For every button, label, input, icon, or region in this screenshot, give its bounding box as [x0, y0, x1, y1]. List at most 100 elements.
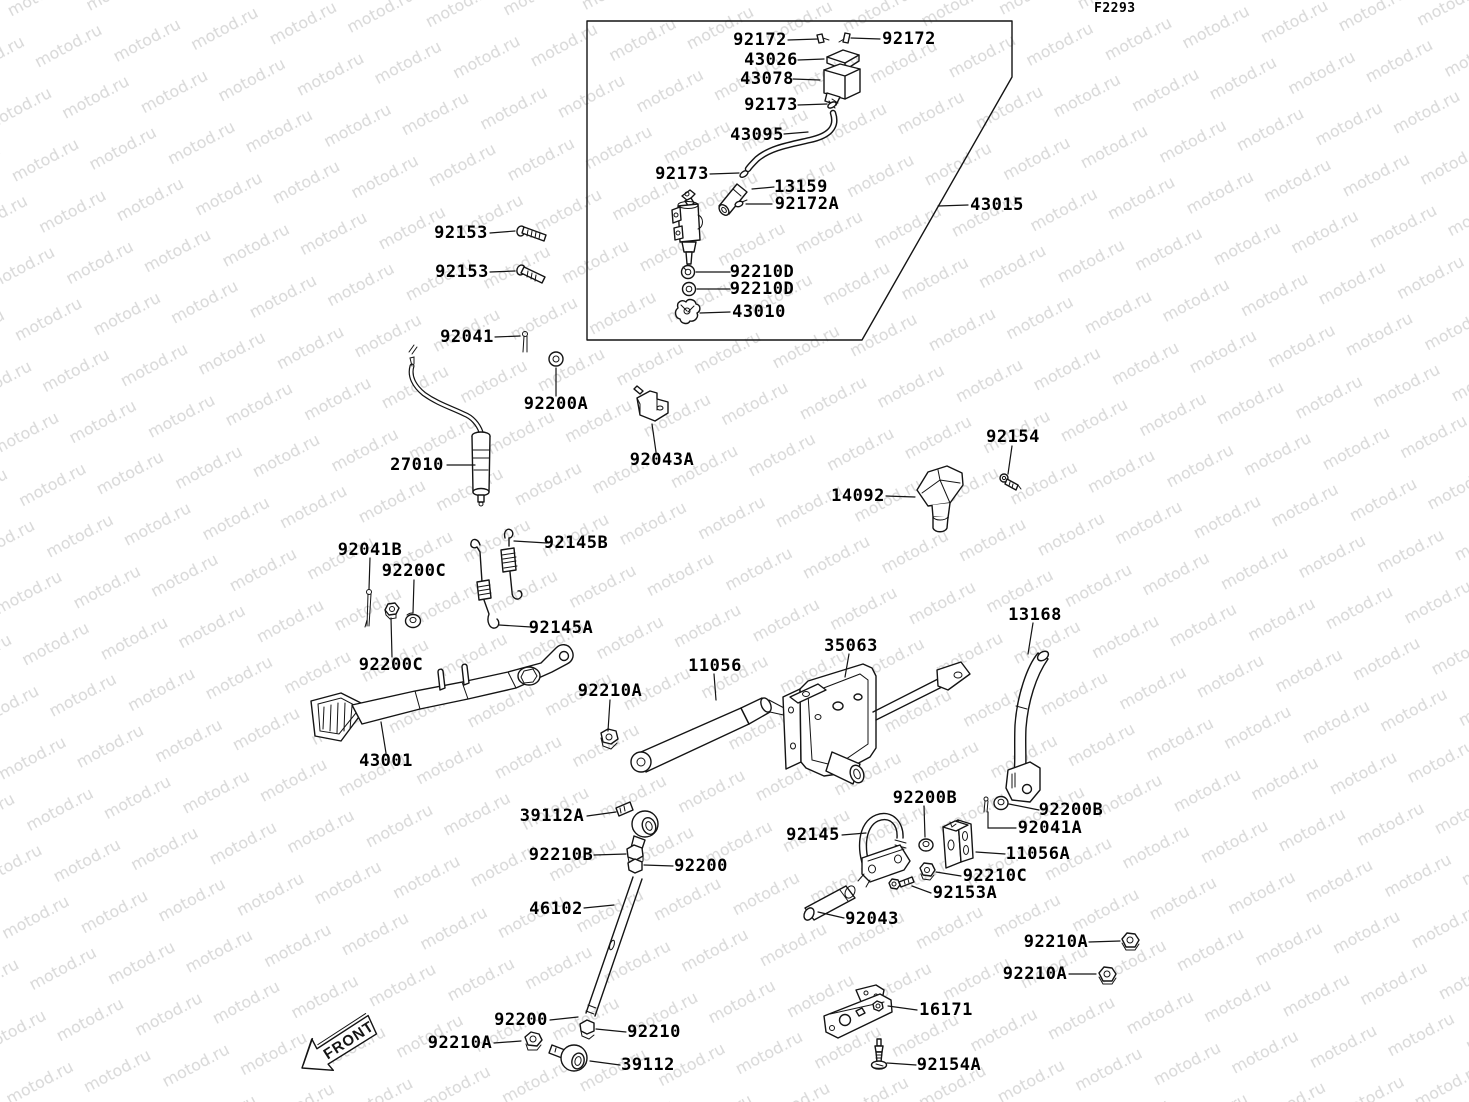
part-label-92153A: 92153A — [932, 883, 998, 903]
washer-92200A — [548, 351, 564, 367]
part-label-92041: 92041 — [440, 327, 494, 347]
spring-92145 — [857, 812, 911, 888]
part-label-92145B: 92145B — [543, 533, 609, 553]
part-label-43001: 43001 — [359, 751, 413, 771]
part-label-92041A: 92041A — [1017, 818, 1083, 838]
pedal-43001 — [310, 644, 574, 742]
washer-92210D-2 — [681, 281, 697, 297]
rod-46102 — [585, 876, 643, 1017]
cotter-pin-92041A — [983, 796, 989, 813]
part-label-92172: 92172 — [882, 29, 936, 49]
cotter-pin-92041B — [364, 589, 372, 628]
grommet-92173-upper — [827, 101, 837, 109]
part-label-92200B: 92200B — [1038, 800, 1104, 820]
washer-92210D-1 — [680, 264, 696, 280]
pin-92043 — [803, 885, 856, 921]
part-label-92153: 92153 — [434, 223, 488, 243]
lever-11056 — [630, 697, 790, 773]
part-label-92043: 92043 — [845, 909, 899, 929]
bolt-92153A — [888, 876, 915, 890]
part-label-92210B: 92210B — [528, 845, 594, 865]
nut-92210 — [579, 1019, 595, 1040]
nut-92210A-right-1 — [1121, 932, 1140, 951]
part-label-92200C: 92200C — [381, 561, 447, 581]
part-label-92173: 92173 — [655, 164, 709, 184]
part-label-92154: 92154 — [986, 427, 1040, 447]
part-label-92210C: 92210C — [962, 866, 1028, 886]
ball-joint-39112A — [615, 801, 659, 853]
spring-92145B — [500, 528, 523, 600]
bracket-35063 — [782, 661, 971, 785]
part-label-43078: 43078 — [740, 69, 794, 89]
screw-92172-left — [816, 33, 830, 44]
part-label-46102: 46102 — [529, 899, 583, 919]
part-label-14092: 14092 — [831, 486, 885, 506]
part-label-13159: 13159 — [774, 177, 828, 197]
nut-92210C — [919, 862, 936, 881]
bracket-16171 — [823, 984, 893, 1039]
part-label-92172A: 92172A — [774, 194, 840, 214]
part-label-92153: 92153 — [435, 262, 489, 282]
screw-92172-right — [838, 32, 851, 44]
clamp-43010 — [674, 298, 701, 325]
nut-92200-upper — [627, 858, 643, 874]
figure-code: F2293 — [1094, 1, 1136, 16]
part-label-27010: 27010 — [390, 455, 444, 475]
screw-92172A — [734, 199, 748, 208]
part-label-92200: 92200 — [674, 856, 728, 876]
part-label-43095: 43095 — [730, 125, 784, 145]
part-label-39112: 39112 — [621, 1055, 675, 1075]
part-label-92145: 92145 — [786, 825, 840, 845]
part-label-92210D: 92210D — [729, 279, 795, 299]
knob-14092 — [916, 465, 964, 533]
hose-43095 — [744, 109, 838, 173]
nut-92200C — [384, 602, 400, 620]
nut-92210A-right-2 — [1098, 966, 1117, 985]
part-label-92210D: 92210D — [729, 262, 795, 282]
lever-13168 — [1005, 650, 1050, 803]
part-label-92172: 92172 — [733, 30, 787, 50]
part-label-92154A: 92154A — [916, 1055, 982, 1075]
cotter-pin-92041 — [522, 331, 528, 353]
part-label-92210: 92210 — [627, 1022, 681, 1042]
part-label-43015: 43015 — [970, 195, 1024, 215]
part-label-43010: 43010 — [732, 302, 786, 322]
part-label-92200C: 92200C — [358, 655, 424, 675]
spring-92145A — [470, 538, 500, 629]
screw-92154A — [870, 1038, 888, 1070]
part-label-92210A: 92210A — [427, 1033, 493, 1053]
part-label-92200B: 92200B — [892, 788, 958, 808]
screw-92153-2 — [516, 264, 546, 284]
part-label-43026: 43026 — [744, 50, 798, 70]
part-label-11056: 11056 — [688, 656, 742, 676]
ball-joint-39112 — [548, 1044, 588, 1072]
part-label-92210A: 92210A — [577, 681, 643, 701]
screw-92153-1 — [516, 225, 547, 242]
part-label-16171: 16171 — [919, 1000, 973, 1020]
part-label-92173: 92173 — [744, 95, 798, 115]
part-label-39112A: 39112A — [519, 806, 585, 826]
block-11056A — [942, 819, 974, 869]
washer-92200B-left — [918, 838, 934, 852]
part-label-35063: 35063 — [824, 636, 878, 656]
part-label-92145A: 92145A — [528, 618, 594, 638]
bracket-92043A — [633, 385, 669, 422]
assembly-box-43015 — [586, 20, 1013, 341]
part-label-11056A: 11056A — [1005, 844, 1071, 864]
switch-27010 — [408, 344, 491, 507]
screw-92154 — [999, 473, 1022, 491]
part-label-92041B: 92041B — [337, 540, 403, 560]
part-label-92210A: 92210A — [1002, 964, 1068, 984]
joint-13159 — [718, 183, 748, 216]
part-label-92200A: 92200A — [523, 394, 589, 414]
leader-lines — [368, 37, 1121, 1066]
part-label-13168: 13168 — [1008, 605, 1062, 625]
part-label-92200: 92200 — [494, 1010, 548, 1030]
part-label-92210A: 92210A — [1023, 932, 1089, 952]
master-cylinder-body — [671, 189, 703, 271]
part-label-92043A: 92043A — [629, 450, 695, 470]
